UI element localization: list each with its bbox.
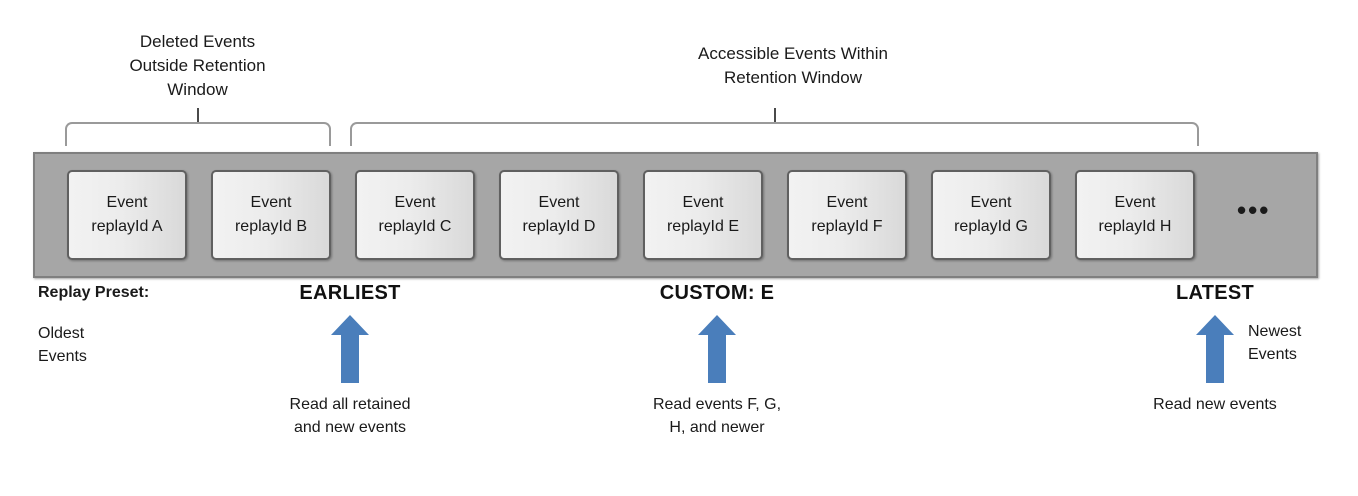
event-box-replay-id: replayId G [954,218,1028,235]
event-box-replay-id: replayId D [522,218,596,235]
event-box-c[interactable]: Event replayId C [355,170,475,260]
event-box-replay-id: replayId B [234,218,308,235]
event-box-title: Event [970,194,1012,211]
up-arrow-icon [331,315,369,383]
event-box-f[interactable]: Event replayId F [787,170,907,260]
event-box-g[interactable]: Event replayId G [931,170,1051,260]
event-box-title: Event [682,194,724,211]
event-box-title: Event [1114,194,1156,211]
event-box-title: Event [394,194,436,211]
event-box-replay-id: replayId A [91,218,163,235]
event-box-replay-id: replayId C [378,218,452,235]
event-box-title: Event [106,194,148,211]
preset-name: CUSTOM: E [659,282,775,304]
event-box-d[interactable]: Event replayId D [499,170,619,260]
bracket-tick-deleted [197,108,199,122]
event-stream-bar: Event replayId A Event replayId B Event … [33,152,1318,278]
bracket-accessible-events [350,122,1199,146]
event-box-b[interactable]: Event replayId B [211,170,331,260]
preset-caption: Read new events [1153,396,1277,413]
preset-latest: LATEST Read new events [1105,282,1325,416]
event-box-replay-id: replayId H [1098,218,1172,235]
oldest-events-label: Oldest Events [38,325,87,365]
replay-preset-label: Replay Preset: [38,284,150,301]
event-box-title: Event [826,194,868,211]
preset-name: LATEST [1175,282,1255,304]
event-box-title: Event [250,194,292,211]
event-box-title: Event [538,194,580,211]
event-box-h[interactable]: Event replayId H [1075,170,1195,260]
bracket-label-deleted-events: Deleted Events Outside Retention Window [129,32,266,99]
event-box-replay-id: replayId F [811,218,883,235]
bracket-tick-retained [774,108,776,122]
preset-earliest: EARLIEST Read all retained and new event… [240,282,460,439]
ellipsis-more-events: ••• [1237,195,1271,225]
event-box-replay-id: replayId E [666,218,740,235]
preset-caption: Read all retained and new events [289,396,411,436]
event-box-a[interactable]: Event replayId A [67,170,187,260]
event-track: Event replayId A Event replayId B Event … [35,154,1270,276]
preset-custom: CUSTOM: E Read events F, G, H, and newer [607,282,827,439]
event-box-e[interactable]: Event replayId E [643,170,763,260]
preset-name: EARLIEST [299,282,401,304]
bracket-label-accessible-events: Accessible Events Within Retention Windo… [698,44,888,87]
up-arrow-icon [698,315,736,383]
bracket-deleted-events [65,122,331,146]
preset-caption: Read events F, G, H, and newer [652,396,782,436]
up-arrow-icon [1196,315,1234,383]
newest-events-label: Newest Events [1248,323,1302,363]
